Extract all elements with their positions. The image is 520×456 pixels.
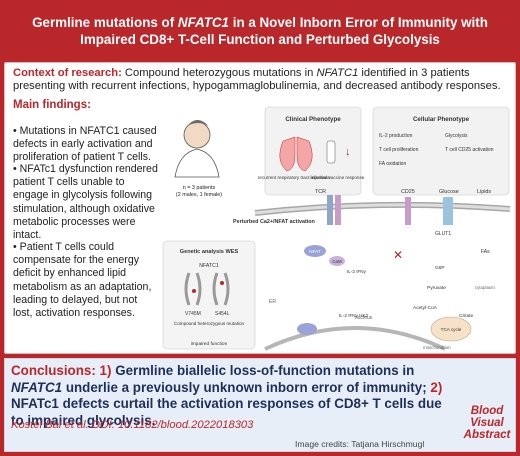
context-gene: NFATC1 (316, 67, 359, 79)
er-label: ER (269, 299, 276, 305)
il2b-label: IL-2 IFNγ (347, 269, 367, 274)
logo-line: Visual (470, 417, 504, 429)
cd25-label: CD25 (401, 189, 415, 195)
clinical-right: impaired vaccine response (310, 175, 365, 180)
mutation-2: S454L (215, 311, 230, 317)
nucleus-label: nucleus (355, 315, 373, 321)
context-text: Compound heterozygous mutations in (121, 67, 317, 79)
tcr-label: TCR (315, 189, 326, 195)
cellular-item: Glycolysis (445, 133, 468, 139)
g6p-label: G6P (435, 265, 445, 271)
genetic-analysis-box: Genetic analysis WES NFATC1 V745M S454L … (162, 240, 256, 350)
logo-line: Blood (470, 405, 504, 417)
conclusion-text-1: Germline biallelic loss-of-function muta… (111, 363, 415, 378)
findings-panel: Context of research: Compound heterozygo… (4, 62, 516, 354)
title-gene: NFATC1 (177, 15, 229, 30)
tca-label: TCA cycle (441, 327, 462, 332)
image-credits: Image credits: Tatjana Hirschmugl (295, 439, 425, 449)
graphical-abstract-figure: n = 3 patients (2 males, 1 female) Clini… (162, 106, 511, 351)
conclusion-text-2: underlie a previously unknown inborn err… (62, 379, 427, 395)
cellular-title: Cellular Phenotype (413, 116, 470, 123)
blood-visual-abstract-logo: Blood Visual Abstract (461, 405, 513, 441)
conclusion-gene: NFATC1 (11, 379, 63, 395)
lipids-label: Lipids (477, 189, 491, 195)
citrate-label: Citrate (459, 313, 473, 319)
nfat-label: NFAT (309, 249, 321, 254)
citation: Kostel Bal et al. DOI: 10.1182/blood.202… (11, 419, 254, 431)
conclusions-label: Conclusions: (11, 363, 96, 378)
cytoplasm-label: cytoplasm (475, 285, 495, 290)
impaired-label: impaired function (191, 341, 228, 347)
clinical-left: recurrent respiratory tract infections (258, 175, 331, 180)
patients-count: n = 3 patients (183, 185, 216, 191)
syringe-icon (326, 140, 336, 164)
glucose-label: Glucose (439, 189, 459, 195)
title-text-2: in a Novel Inborn Error of Immunity with (229, 15, 488, 30)
cellular-phenotype-box: Cellular Phenotype IL-2 production T cel… (372, 106, 510, 196)
context-label: Context of research: (13, 67, 122, 79)
main-findings-label: Main findings: (13, 99, 91, 111)
cell-membrane: Perturbed Ca2+/NFAT activation (233, 201, 511, 225)
conclusion-number-2: 2) (430, 379, 443, 395)
nucleus: nucleus ER IL-2 IFNγ HK2 IL-2 IFNγ (264, 269, 446, 351)
down-arrow-icon: ↓ (345, 146, 351, 158)
cellular-item: T cell CD25 activation (445, 147, 494, 153)
context-text-2: identified in 3 patients presenting with… (13, 67, 501, 93)
compound-label: Compound heterozygous mutation (174, 321, 245, 326)
context-of-research: Context of research: Compound heterozygo… (13, 67, 509, 94)
tcr-receptor: TCR (315, 189, 341, 225)
patient-illustration: n = 3 patients (2 males, 1 female) (174, 120, 222, 198)
cellular-item: T cell proliferation (379, 147, 419, 153)
clinical-phenotype-box: Clinical Phenotype ↓ recurrent respirato… (258, 106, 365, 196)
glut1-label: GLUT1 (435, 231, 451, 237)
logo-line: Abstract (463, 429, 511, 441)
gene-label: NFATC1 (199, 263, 219, 269)
title-line-2: Impaired CD8+ T-Cell Function and Pertur… (80, 32, 440, 47)
conclusions-panel: Conclusions: 1) Germline biallelic loss-… (4, 358, 516, 452)
mito-label: mitochondrion (423, 345, 451, 350)
perturbed-label: Perturbed Ca2+/NFAT activation (233, 219, 315, 225)
cellular-item: FA oxidation (379, 161, 406, 167)
fas-label: FAs (481, 249, 490, 255)
genetic-title: Genetic analysis WES (180, 249, 239, 255)
cellular-item: IL-2 production (379, 133, 413, 139)
acetyl-label: Acetyl-CoA (413, 305, 438, 311)
title-text: Germline mutations of (32, 15, 178, 30)
il2-label: IL-2 IFNγ HK2 (339, 313, 369, 318)
pyruvate-label: Pyruvate (427, 285, 446, 291)
finding-bullet: • Mutations in NFATC1 caused defects in … (13, 125, 157, 164)
clinical-title: Clinical Phenotype (285, 116, 341, 123)
surface-markers: CD25 Glucose GLUT1 Lipids FAs (401, 189, 491, 255)
finding-bullet: • Patient T cells could compensate for t… (13, 241, 152, 320)
metabolism-pathway: G6P Pyruvate Acetyl-CoA Citrate TCA cycl… (393, 248, 495, 350)
block-x-icon: ✕ (393, 248, 403, 262)
abstract-title: Germline mutations of NFATC1 in a Novel … (4, 4, 516, 58)
mutation-1: V745M (185, 311, 201, 317)
finding-bullet: • NFATc1 dysfunction rendered patient T … (13, 163, 158, 242)
conclusions-text: Conclusions: 1) Germline biallelic loss-… (11, 363, 451, 429)
nfat-proteins: NFAT CaM (297, 245, 345, 335)
conclusion-number-1: 1) (99, 363, 112, 378)
patients-sub: (2 males, 1 female) (176, 192, 222, 198)
cam-label: CaM (332, 259, 342, 264)
conclusion-text-3: NFATc1 defects curtail the activation re… (11, 396, 442, 428)
